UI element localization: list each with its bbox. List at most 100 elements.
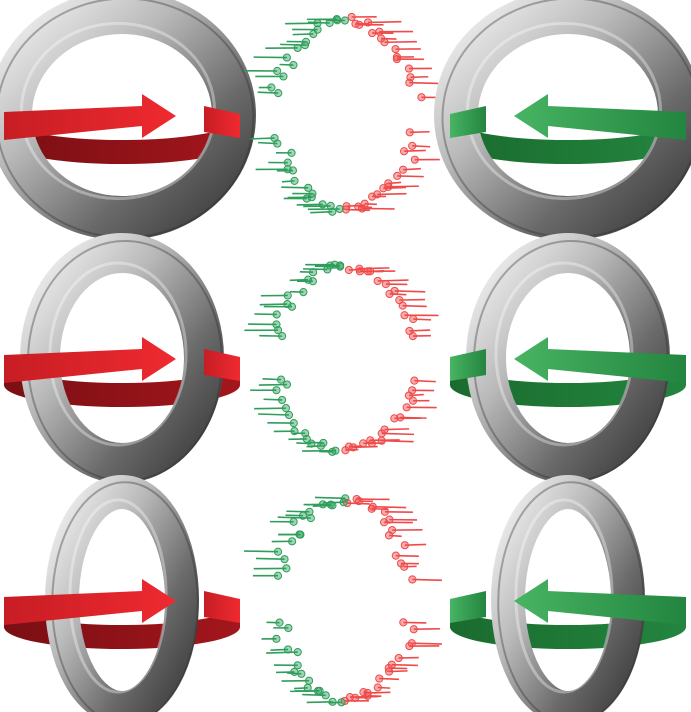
dot-tail xyxy=(262,378,282,381)
rotation-arrow-icon xyxy=(4,94,240,140)
dot-tail xyxy=(349,695,379,698)
dot-tail xyxy=(280,43,306,46)
ring-dot xyxy=(305,507,314,516)
ring-dot xyxy=(400,562,409,571)
ring-dot xyxy=(355,264,364,273)
dot-tail xyxy=(286,672,302,675)
ring-dot xyxy=(385,667,394,676)
ring-dot xyxy=(405,128,414,137)
dot-tail xyxy=(281,180,295,183)
ring-dot xyxy=(282,564,291,573)
dot-tail xyxy=(384,40,417,44)
ring-dot xyxy=(289,60,298,70)
dot-tail xyxy=(381,432,415,436)
ring-dot xyxy=(391,45,400,54)
dot-tail xyxy=(389,293,407,296)
ring-dot xyxy=(354,497,364,506)
arrow-head-right xyxy=(4,337,176,383)
ring-dot xyxy=(287,148,296,157)
dot-tail xyxy=(367,270,385,273)
ring-dot xyxy=(272,634,281,643)
dot-tail xyxy=(372,505,407,509)
ring-dot xyxy=(341,446,350,455)
torus-green-arrow-group xyxy=(450,475,686,712)
ring-dot xyxy=(321,691,330,700)
rotation-arrow-icon xyxy=(4,579,240,625)
rotation-arrow-icon xyxy=(450,94,686,140)
ring-dot xyxy=(328,697,337,706)
ring-dot xyxy=(400,311,409,320)
dot-tail xyxy=(363,441,376,445)
ring-dot xyxy=(385,289,394,299)
ring-dot xyxy=(303,683,312,692)
dot-tail xyxy=(285,514,303,517)
dot-tail xyxy=(364,202,377,206)
ring-dot xyxy=(380,507,390,516)
arrow-tail xyxy=(450,349,486,381)
ring-dot xyxy=(340,16,350,25)
dot-tail xyxy=(358,205,372,209)
rotation-arrow-icon xyxy=(4,337,240,383)
ring-dot xyxy=(379,518,389,527)
dot-tail xyxy=(377,192,407,196)
ring-dot xyxy=(405,641,414,651)
figure-row-2 xyxy=(4,233,686,483)
dot-tail xyxy=(254,407,286,410)
ring-dot xyxy=(308,189,317,198)
dot-tail xyxy=(399,298,426,301)
ring-dot xyxy=(308,277,317,286)
dot-tail xyxy=(294,687,308,690)
torus-green-arrow-group xyxy=(434,0,691,240)
dot-tail xyxy=(258,413,289,416)
ring-dot xyxy=(297,669,306,678)
ring-dot xyxy=(306,514,315,523)
arrow-head-left xyxy=(514,94,686,140)
ring-dot xyxy=(396,413,405,422)
dot-tail xyxy=(276,671,295,674)
dot-tail xyxy=(403,167,421,171)
ring-dot xyxy=(273,547,283,556)
ring-dot xyxy=(375,27,384,36)
arrow-tail xyxy=(450,591,486,623)
ring-dot xyxy=(363,18,373,27)
ring-dot xyxy=(344,265,353,275)
dot-tail xyxy=(244,550,279,553)
figure-row-1 xyxy=(0,0,691,240)
ring-dot xyxy=(281,404,291,413)
dot-tail xyxy=(409,81,439,85)
ring-dot xyxy=(399,618,408,627)
ring-dot xyxy=(336,262,345,271)
ring-dot xyxy=(405,78,414,87)
torus-red-arrow-group xyxy=(4,475,240,712)
dot-tail xyxy=(345,448,359,452)
ring-dot xyxy=(289,418,298,428)
dot-tail xyxy=(279,63,294,66)
ring-dot xyxy=(301,37,311,46)
dot-tail xyxy=(391,663,418,667)
ring-dot xyxy=(267,83,276,92)
ring-dot xyxy=(347,12,356,22)
dot-tail xyxy=(308,441,324,444)
ring-dot xyxy=(272,310,281,319)
arrow-tail xyxy=(204,106,240,138)
ring-dot xyxy=(380,38,389,47)
dot-tail xyxy=(411,642,442,645)
ring-dot xyxy=(289,517,298,526)
dot-tail xyxy=(388,667,408,670)
ring-dot xyxy=(318,200,327,209)
arrow-head-left xyxy=(514,337,686,383)
ring-dot xyxy=(328,501,337,510)
dot-tail xyxy=(412,578,442,582)
dot-tail xyxy=(314,496,346,500)
ring-dot xyxy=(410,376,419,385)
dot-tail xyxy=(377,686,391,689)
ring-dot xyxy=(393,171,402,180)
ring-dot xyxy=(283,645,293,654)
dot-tail xyxy=(413,318,432,321)
ring-dot xyxy=(299,287,308,297)
ring-dot xyxy=(313,686,323,696)
dot-tail xyxy=(255,557,285,560)
ring-dot xyxy=(301,429,310,438)
ring-dot xyxy=(368,28,377,38)
